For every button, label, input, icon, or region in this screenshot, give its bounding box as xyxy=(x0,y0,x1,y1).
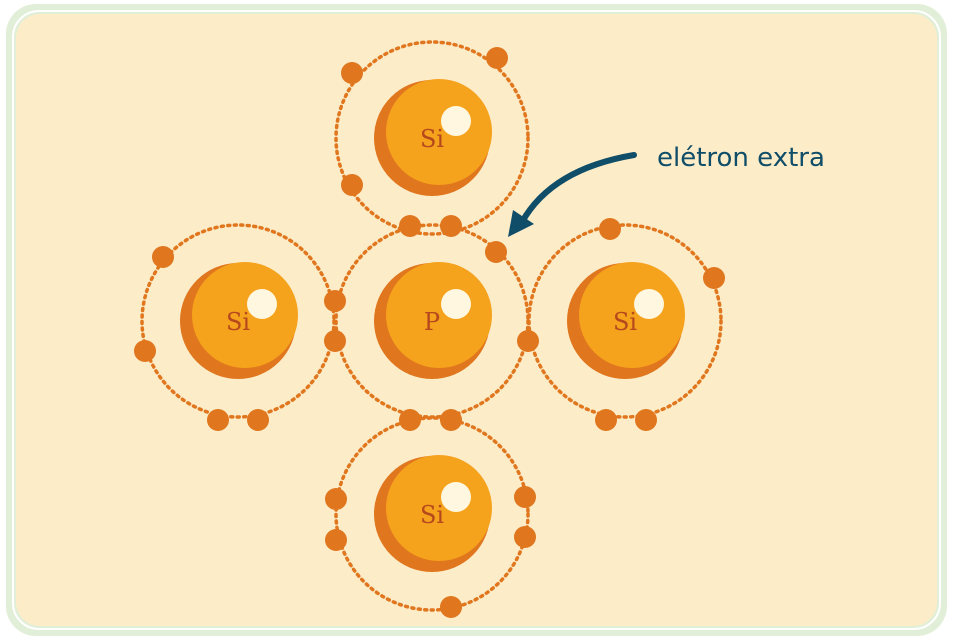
electron xyxy=(514,486,536,508)
electrons xyxy=(134,47,725,618)
electron xyxy=(399,215,421,237)
atom-label-right: Si xyxy=(613,308,637,336)
electron xyxy=(703,267,725,289)
orbit-left xyxy=(140,223,336,419)
extra-electron-callout: elétron extra xyxy=(508,143,825,237)
nucleus xyxy=(579,262,685,368)
electron xyxy=(134,340,156,362)
electron xyxy=(514,526,536,548)
atom-label-bottom: Si xyxy=(420,501,444,529)
electron xyxy=(485,241,507,263)
electron xyxy=(517,330,539,352)
nucleus-highlight xyxy=(247,289,277,319)
atom-right: Si xyxy=(567,262,685,379)
atom-label-top: Si xyxy=(420,125,444,153)
electron xyxy=(486,47,508,69)
orbit-right xyxy=(527,223,723,419)
callout-label: elétron extra xyxy=(657,143,825,173)
nucleus-highlight xyxy=(441,482,471,512)
electron xyxy=(440,596,462,618)
electron xyxy=(247,409,269,431)
electron xyxy=(399,409,421,431)
atom-left: Si xyxy=(180,262,298,379)
nucleus xyxy=(386,455,492,561)
callout-arrowhead xyxy=(508,210,534,237)
nucleus xyxy=(386,262,492,368)
callout-arrow xyxy=(519,152,637,225)
atom-label-center: P xyxy=(424,308,440,336)
atom-label-left: Si xyxy=(226,308,250,336)
electron xyxy=(599,218,621,240)
electron xyxy=(207,409,229,431)
atom-center: P xyxy=(374,262,492,379)
electron xyxy=(341,62,363,84)
electron xyxy=(325,529,347,551)
electron xyxy=(440,409,462,431)
orbits xyxy=(140,40,723,612)
electron xyxy=(325,488,347,510)
nucleus xyxy=(386,79,492,185)
nucleus xyxy=(192,262,298,368)
electron xyxy=(152,246,174,268)
electron xyxy=(595,409,617,431)
nucleus-highlight xyxy=(634,289,664,319)
electron xyxy=(324,290,346,312)
electron xyxy=(341,174,363,196)
diagram-frame-inner-line xyxy=(12,10,941,630)
electron xyxy=(635,409,657,431)
orbit-bottom xyxy=(334,416,530,612)
electron xyxy=(440,215,462,237)
orbit-top xyxy=(334,40,530,236)
atom-top: Si xyxy=(374,79,492,196)
atom-bottom: Si xyxy=(374,455,492,572)
nucleus-highlight xyxy=(441,289,471,319)
nucleus-highlight xyxy=(441,106,471,136)
electron xyxy=(324,330,346,352)
